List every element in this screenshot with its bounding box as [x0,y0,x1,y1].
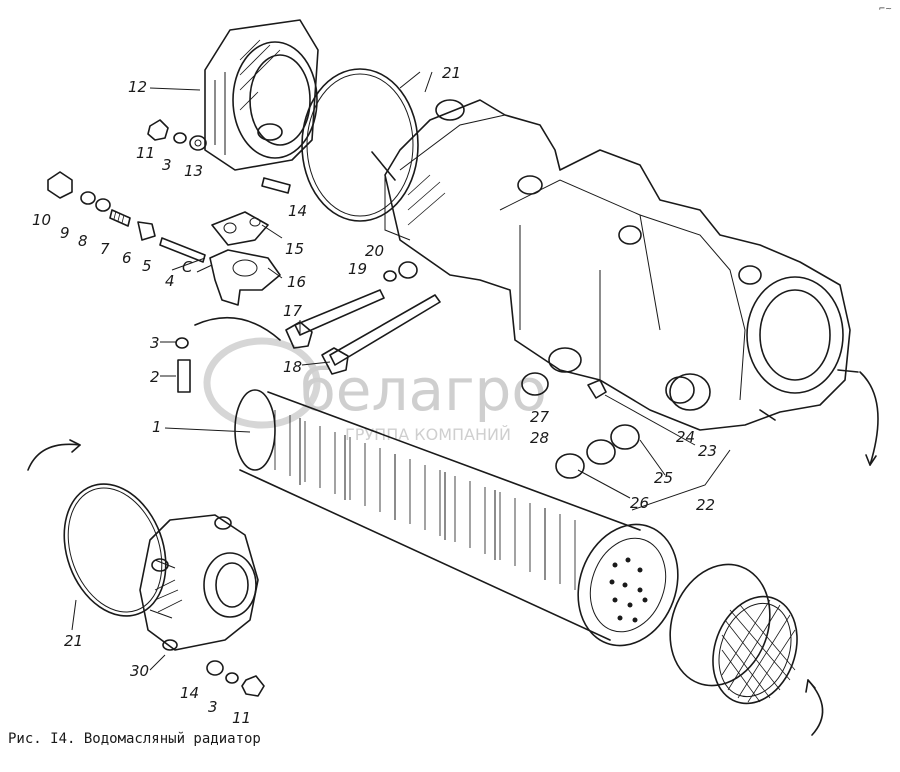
core-end-plate-holes [609,557,648,623]
callout-22: 22 [696,496,715,514]
callout-7: 7 [100,240,110,258]
part-30-end-cover [139,514,259,651]
callout-23: 23 [698,442,717,460]
callout-19: 19 [348,260,367,278]
callout-c: C [182,258,193,276]
callout-17: 17 [283,302,303,320]
callout-11-bottom: 11 [232,709,251,727]
part-25-ring [610,424,640,450]
callout-16: 16 [287,273,306,291]
callout-14-bottom: 14 [180,684,199,702]
callout-8: 8 [78,232,88,250]
callout-6: 6 [122,249,132,267]
part-25b-ring [586,439,616,465]
callout-26: 26 [630,494,649,512]
part-3-washer-mid [175,337,189,349]
callout-3-bottom: 3 [208,698,218,716]
callout-28: 28 [530,429,549,447]
callout-27: 27 [530,408,550,426]
part-14-washer-bottom [206,660,224,676]
callout-11-top: 11 [136,144,155,162]
part-12-flange-housing [204,19,319,171]
callout-24: 24 [676,428,695,446]
part-27-ring [521,372,549,396]
part-19-washer [383,270,397,282]
callout-4: 4 [165,272,175,290]
callout-20: 20 [365,242,384,260]
part-21-o-ring-lower [63,483,167,617]
figure-caption: Рис. I4. Водомасляный радиатор [8,731,261,747]
callout-9: 9 [60,224,70,242]
part-16-elbow [209,249,281,306]
part-4-bolt [159,237,206,263]
part-11-nut-top [147,119,169,141]
part-13-washer [189,135,207,151]
watermark-subtitle: ГРУППА КОМПАНИЙ [345,425,511,444]
watermark: белагро ГРУППА КОМПАНИЙ [203,337,547,444]
callout-21-bottom: 21 [64,632,83,650]
callout-2: 2 [150,368,160,386]
rotation-arrows [27,317,879,736]
part-21-o-ring-upper [301,68,419,222]
part-2-bolt [177,359,191,393]
part-18-bolt [329,294,441,366]
part-7-spring [109,209,131,227]
part-small-hardware [47,119,640,697]
callout-5: 5 [142,257,152,275]
corner-mark: ⌐~ [878,4,892,13]
callout-10: 10 [32,211,51,229]
part-3-washer-bottom [225,672,239,684]
leader-lines [71,71,731,671]
part-8-washer [95,198,111,212]
part-14-stud-top [261,177,291,194]
part-1-core-tube-bundle [234,389,679,647]
part-6-ball [137,221,156,241]
part-17-bolt [294,289,385,336]
part-15-gasket [211,211,269,246]
part-11-nut-bottom [241,675,265,697]
part-20-washer [398,261,418,279]
callout-25: 25 [654,469,673,487]
part-9-washer [80,191,96,205]
part-24-sleeve [587,379,607,399]
part-10-plug [47,171,73,199]
callout-18: 18 [283,358,302,376]
callout-14-top: 14 [288,202,307,220]
part-26-ring [555,453,585,479]
callout-30: 30 [130,662,149,680]
callout-1: 1 [152,418,162,436]
callout-12: 12 [128,78,147,96]
watermark-brand: белагро [300,356,547,424]
part-mesh-filter [712,595,798,705]
part-seal-ring-right [669,563,771,687]
callout-21-top: 21 [442,64,461,82]
callout-3-mid: 3 [150,334,160,352]
part-3-washer-top [173,132,187,144]
callout-13: 13 [184,162,203,180]
callout-labels: 12 21 11 3 13 10 9 8 7 6 5 4 C 14 15 16 … [32,64,717,727]
part-23-radiator-body [371,99,859,431]
callout-15: 15 [285,240,304,258]
callout-3-top: 3 [162,156,172,174]
